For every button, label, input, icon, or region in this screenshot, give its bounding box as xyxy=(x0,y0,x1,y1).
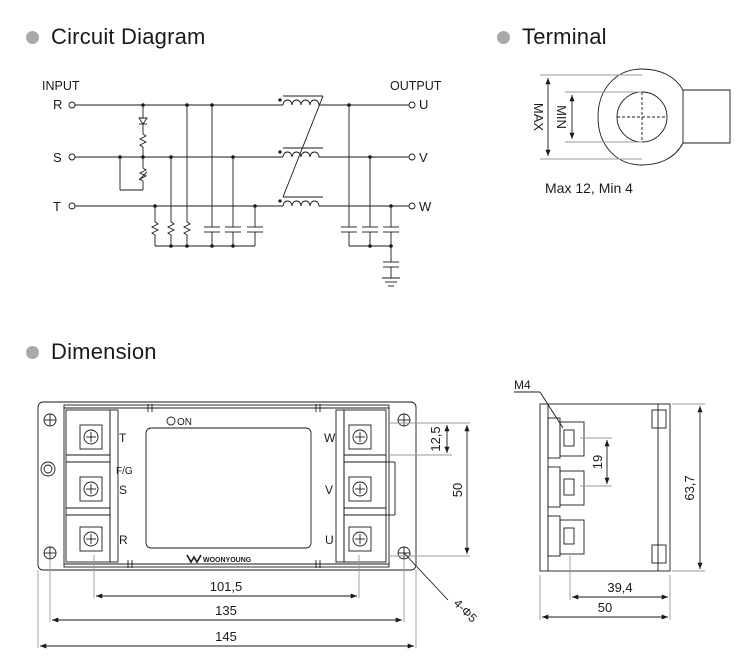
terminal-r-label: R xyxy=(119,533,128,547)
section-title: Circuit Diagram xyxy=(51,24,206,49)
terminal-v-label: V xyxy=(325,483,333,497)
dim-39-4: 39,4 xyxy=(607,580,632,595)
input-label: INPUT xyxy=(42,79,80,93)
dim-19: 19 xyxy=(590,455,605,469)
input-t-label: T xyxy=(53,199,61,214)
dim-hole: 4-Φ5 xyxy=(451,596,480,625)
front-view xyxy=(37,401,470,649)
brand-name: WOONYOUNG xyxy=(203,557,252,564)
terminal-t-label: T xyxy=(119,431,127,445)
input-s-label: S xyxy=(53,150,62,165)
bullet-icon xyxy=(26,345,39,359)
screw-size-label: M4 xyxy=(514,378,531,392)
output-u-label: U xyxy=(419,97,428,112)
bullet-icon xyxy=(497,30,510,44)
input-r-label: R xyxy=(53,97,62,112)
terminal-s-label: S xyxy=(119,483,127,497)
dim-63-7: 63,7 xyxy=(682,475,697,500)
terminal-spec: Max 12, Min 4 xyxy=(545,180,633,196)
section-terminal: Terminal xyxy=(497,24,607,50)
section-circuit-diagram: Circuit Diagram xyxy=(26,24,206,50)
section-title: Terminal xyxy=(522,24,607,49)
dim-side-50: 50 xyxy=(598,600,612,615)
min-label: MIN xyxy=(554,105,569,129)
circuit-diagram: INPUT OUTPUT R S T U V W xyxy=(42,79,442,287)
side-view xyxy=(514,391,705,620)
terminal-w-label: W xyxy=(324,431,336,445)
section-title: Dimension xyxy=(51,339,157,364)
dim-12-5: 12,5 xyxy=(428,426,443,451)
bullet-icon xyxy=(26,30,39,44)
max-label: MAX xyxy=(531,103,546,132)
output-label: OUTPUT xyxy=(390,79,442,93)
dim-50: 50 xyxy=(450,483,465,497)
dim-135: 135 xyxy=(215,603,237,618)
dim-101-5: 101,5 xyxy=(210,579,243,594)
terminal-u-label: U xyxy=(325,533,334,547)
output-v-label: V xyxy=(419,150,428,165)
section-dimension: Dimension xyxy=(26,339,157,365)
on-indicator-label: ON xyxy=(177,417,192,428)
terminal-drawing xyxy=(540,68,731,166)
terminal-fg-label: F/G xyxy=(116,466,133,477)
output-w-label: W xyxy=(419,199,432,214)
dim-145: 145 xyxy=(215,629,237,644)
brand-logo: WOONYOUNG xyxy=(186,554,252,564)
